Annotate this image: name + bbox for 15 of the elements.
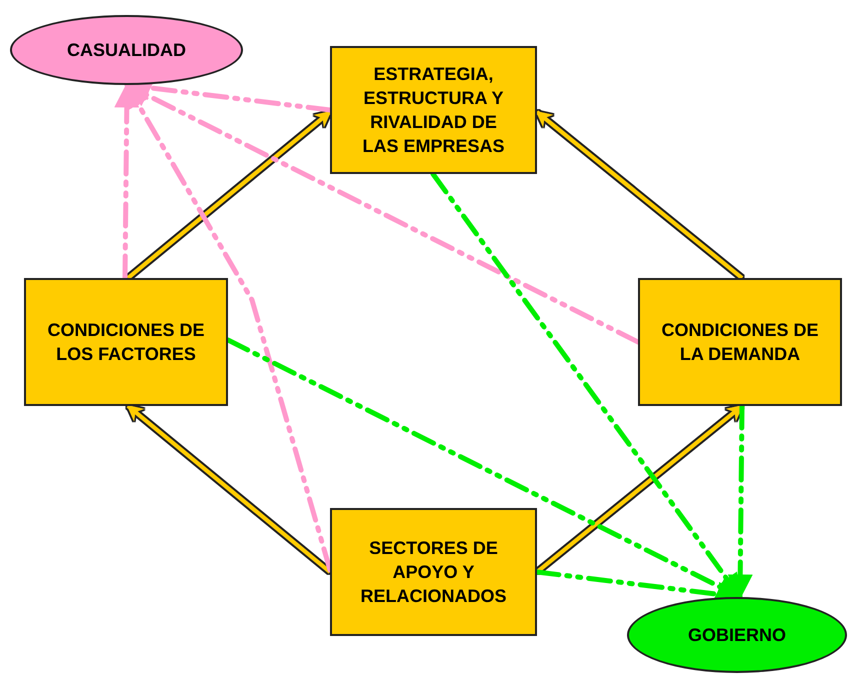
node-label: CASUALIDAD bbox=[66, 39, 187, 62]
arrow bbox=[126, 110, 332, 280]
arrow bbox=[728, 404, 753, 600]
node-label: SECTORES DE APOYO Y RELACIONADOS bbox=[359, 537, 508, 608]
arrow bbox=[126, 404, 332, 574]
process-box bbox=[330, 46, 537, 174]
arrow bbox=[536, 110, 744, 280]
node-label: CONDICIONES DE LA DEMANDA bbox=[660, 319, 820, 366]
process-box bbox=[638, 278, 842, 406]
node-label: GOBIERNO bbox=[686, 624, 787, 647]
arrow bbox=[124, 82, 332, 572]
process-box bbox=[330, 508, 537, 636]
process-box bbox=[24, 278, 228, 406]
node-label: CONDICIONES DE LOS FACTORES bbox=[46, 319, 206, 366]
node-label: ESTRATEGIA, ESTRUCTURA Y RIVALIDAD DE LAS EMPRESAS bbox=[361, 63, 506, 158]
